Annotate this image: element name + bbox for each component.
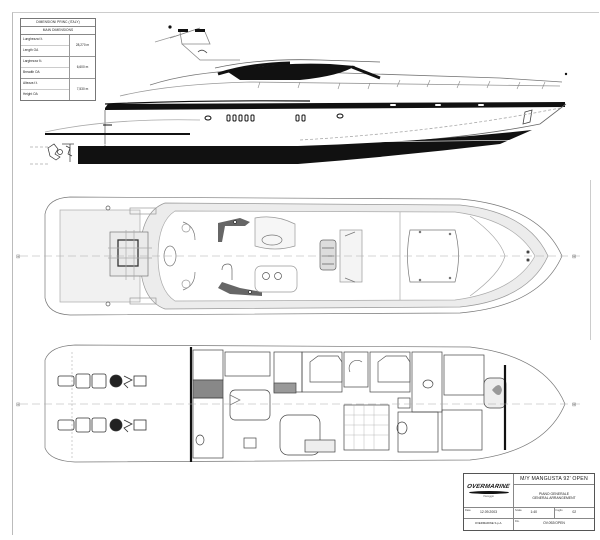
scale-label: Scala: [515, 509, 522, 512]
svg-text:⊞: ⊞: [572, 402, 576, 408]
engine-starboard: [57, 417, 147, 433]
windscreen-glass: [228, 63, 355, 80]
date-cell: Data 12.09.2003: [464, 508, 514, 519]
cockpit-lounge-port: [218, 218, 250, 242]
dimension-value: 28,270 m: [75, 43, 90, 48]
drawing-number-label: Dis.: [515, 520, 520, 523]
dimensions-header-en: MAIN DIMENSIONS: [21, 27, 95, 36]
svg-text:⊞: ⊞: [16, 402, 20, 408]
sheet-frame-right: [590, 180, 591, 340]
engine-room: [57, 352, 147, 458]
scale-sheet-cell: Scala 1:40 Foglio 02: [514, 508, 594, 519]
main-deck-plan-view: ⊞ ⊞: [16, 196, 580, 316]
hull-windows: [204, 113, 344, 122]
side-profile-view: [30, 25, 568, 165]
svg-text:⊞: ⊞: [16, 254, 20, 260]
sheet-label: Foglio: [555, 509, 563, 512]
hull-stripe: [105, 102, 565, 110]
dimension-row-height: Altezza f.t. Height OA 7,530 m: [21, 79, 95, 101]
accommodation: [192, 349, 507, 459]
lower-deck-plan-view: ⊞ ⊞: [16, 344, 580, 463]
drawing-titles: M/Y MANGUSTA 92' OPEN PIANO GENERALE GEN…: [514, 474, 594, 508]
svg-text:⊞: ⊞: [572, 254, 576, 260]
drawing-number-cell: Dis. OV.092/OPEN: [514, 519, 594, 530]
drawing-number: OV.092/OPEN: [543, 521, 565, 525]
plan-title-en: GENERAL ARRANGEMENT: [532, 496, 576, 500]
propeller-rudder-detail: [47, 143, 74, 162]
plan-title-it: PIANO GENERALE: [539, 491, 569, 496]
company-note: OVERMARINE S.p.A.: [474, 521, 503, 525]
brand-sub: Viareggio: [483, 494, 494, 498]
dimension-label-en: Height OA: [23, 91, 38, 96]
company-cell: OVERMARINE S.p.A.: [464, 519, 514, 530]
radar-arch: [154, 25, 240, 61]
main-dimensions-table: DIMENSIONI PRINC (ITALY) MAIN DIMENSIONS…: [20, 18, 96, 102]
boot-top-stripe: [78, 146, 298, 164]
date-value: 12.09.2003: [480, 510, 497, 514]
yacht-name: M/Y MANGUSTA 92' OPEN: [514, 474, 594, 485]
brand-logo: OVERMARINE Viareggio: [464, 474, 514, 508]
sheet-value: 02: [572, 510, 577, 514]
dimension-label-en: Breadth OA: [23, 69, 40, 74]
dimensions-header-it: DIMENSIONI PRINC (ITALY): [21, 19, 95, 28]
dimension-label-it: Lunghezza f.t.: [21, 35, 69, 47]
dimension-row-length: Lunghezza f.t. Length OA 28,270 m: [21, 35, 95, 58]
brand-name: OVERMARINE: [466, 483, 511, 490]
dimension-label-it: Altezza f.t.: [21, 79, 69, 91]
dimension-value: 6,600 m: [76, 65, 89, 70]
scale-value: 1:40: [530, 510, 538, 514]
engine-port: [57, 373, 147, 389]
brand-swoosh-icon: [468, 490, 509, 494]
drawing-sheet-frame: [12, 12, 599, 535]
dimension-value: 7,530 m: [76, 87, 89, 92]
dimension-label-it: Larghezza f.t.: [21, 57, 69, 69]
aft-sunpad: [109, 231, 149, 277]
title-block: OVERMARINE Viareggio M/Y MANGUSTA 92' OP…: [463, 473, 595, 531]
dimension-row-breadth: Larghezza f.t. Breadth OA 6,600 m: [21, 57, 95, 80]
date-label: Data: [465, 509, 471, 512]
dimension-label-en: Length OA: [23, 47, 39, 52]
